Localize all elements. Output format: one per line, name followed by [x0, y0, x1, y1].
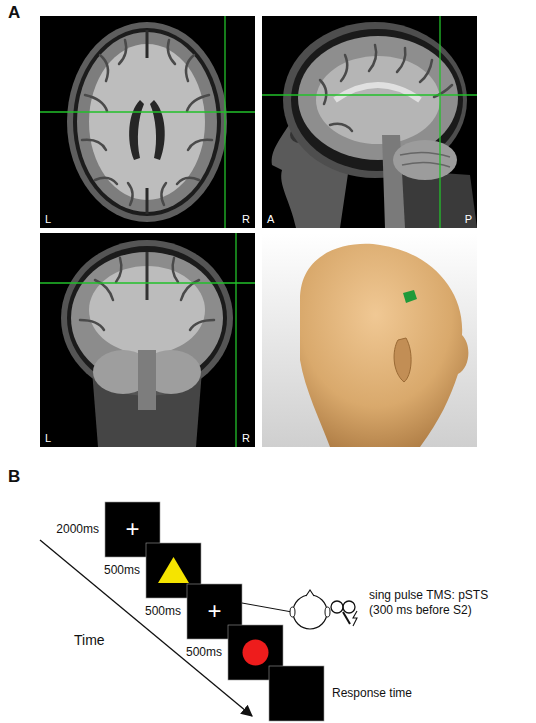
axis-label: Time: [74, 632, 105, 650]
white-matter: [89, 44, 205, 200]
sulcus: [320, 80, 326, 104]
head-surface: [300, 244, 468, 447]
stimulus-screens: [105, 502, 324, 721]
screen-label: Response time: [332, 687, 412, 700]
orientation-label: L: [45, 213, 51, 225]
axial-mri: [40, 16, 255, 228]
sulcus: [369, 45, 376, 71]
sulcus: [128, 183, 133, 205]
crosshair: [40, 111, 255, 112]
sulcus: [161, 183, 166, 205]
sulcus: [420, 60, 432, 82]
yellow-triangle: [158, 557, 189, 583]
mri-coronal-panel: LR: [40, 233, 255, 447]
sulcus: [95, 178, 117, 184]
sulcus: [168, 40, 175, 64]
sulcus: [188, 140, 212, 150]
ear: [290, 607, 295, 617]
sulcus: [341, 55, 347, 81]
sulcus: [190, 320, 214, 330]
sulcus: [85, 95, 107, 111]
mri-background: [40, 16, 255, 228]
stimulus-screen: 500ms: [228, 625, 283, 680]
orientation-label: P: [465, 213, 472, 225]
render-background: [262, 233, 477, 447]
scalp: [67, 22, 227, 222]
ear: [325, 607, 330, 617]
target-marker: [403, 290, 417, 303]
stimulus-screen: 2000ms+: [105, 502, 160, 557]
red-circle: [243, 640, 269, 666]
coil-handle: [343, 612, 350, 624]
screen-label: 500ms: [186, 646, 222, 659]
screen-label: 500ms: [104, 564, 140, 577]
tms-head-icon: [290, 590, 357, 629]
pulse-bolt: [353, 611, 357, 626]
crosshair: [439, 16, 440, 228]
screen: [269, 666, 324, 721]
coronal-mri: [40, 233, 255, 447]
screen-label: 2000ms: [56, 523, 99, 536]
sulcus: [116, 258, 121, 282]
panel-label: A: [8, 2, 20, 23]
sulcus: [119, 40, 126, 64]
mri-background: [40, 233, 255, 447]
crosshair: [224, 16, 225, 228]
corpus-callosum: [335, 85, 420, 100]
cerebellum: [393, 140, 457, 180]
crosshair: [262, 94, 477, 95]
sulcus: [100, 55, 108, 81]
cortex: [77, 32, 217, 212]
screen-label: 500ms: [145, 605, 181, 618]
mri-axial-panel: LR: [40, 16, 255, 228]
leader-line: [242, 603, 292, 612]
skull: [73, 28, 221, 216]
midline-fissure: [146, 30, 149, 214]
head-rendering: [262, 233, 477, 447]
cerebellum-folia: [400, 152, 450, 167]
crosshair: [40, 282, 255, 283]
orientation-label: R: [242, 213, 250, 225]
time-arrow: [40, 540, 252, 716]
nose: [306, 590, 314, 596]
mri-background: [262, 16, 477, 228]
sulci: [320, 45, 452, 131]
stimulus-screen: 500ms: [146, 543, 201, 598]
sulcus: [173, 258, 178, 282]
fixation-cross: +: [105, 517, 160, 541]
tms-coil: [331, 601, 343, 613]
orientation-label: A: [267, 213, 274, 225]
ventricle: [129, 100, 144, 160]
white-matter: [316, 56, 440, 144]
tms-coil: [343, 601, 355, 613]
orientation-label: R: [242, 432, 250, 444]
head-outline: [293, 595, 327, 629]
sulcus: [397, 48, 405, 72]
sulcus: [187, 95, 209, 111]
orientation-label: L: [45, 432, 51, 444]
sulcus: [186, 55, 194, 81]
ventricle: [150, 100, 165, 160]
sulcus: [82, 140, 106, 150]
sulcus: [177, 178, 199, 184]
stimulus-screen: Response time: [269, 666, 324, 721]
sagittal-mri: [262, 16, 477, 228]
panel-label: B: [8, 466, 20, 487]
brainstem: [138, 350, 156, 410]
stimulus-screen: 500ms+: [187, 584, 242, 639]
fixation-cross: +: [187, 599, 242, 623]
mri-sagittal-panel: AP: [262, 16, 477, 228]
midline-fissure: [146, 252, 149, 300]
ear: [394, 338, 411, 382]
sulcus: [330, 124, 352, 131]
crosshair: [235, 233, 236, 447]
tms-note: sing pulse TMS: pSTS (300 ms before S2): [369, 588, 501, 618]
neck: [400, 170, 477, 228]
sulcus: [80, 320, 104, 330]
sulci: [82, 40, 212, 205]
